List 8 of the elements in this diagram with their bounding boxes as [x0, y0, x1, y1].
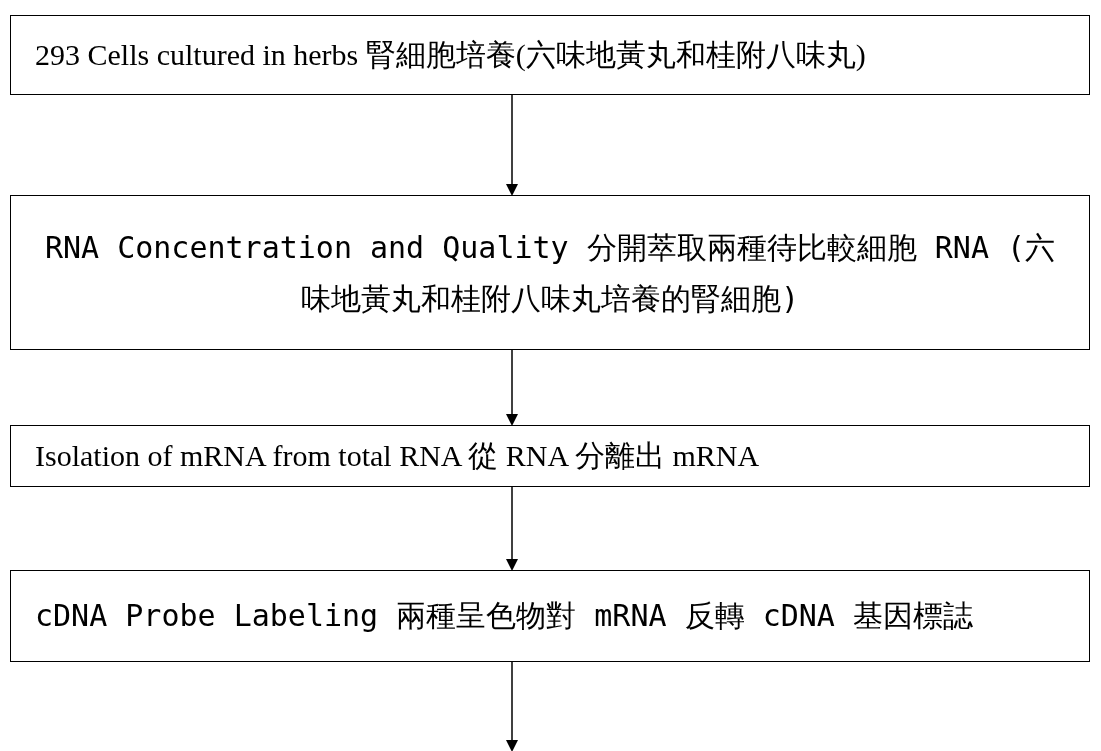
arrow	[506, 349, 518, 426]
process-box: 293 Cells cultured in herbs 腎細胞培養(六味地黃丸和桂附八味丸)	[10, 15, 1090, 95]
process-box: RNA Concentration and Quality 分開萃取兩種待比較細胞 RNA (六味地黃丸和桂附八味丸培養的腎細胞)	[10, 195, 1090, 350]
arrow	[506, 486, 518, 571]
arrow	[506, 661, 518, 751]
process-box: cDNA Probe Labeling 兩種呈色物對 mRNA 反轉 cDNA 基因標誌	[10, 570, 1090, 662]
arrow	[506, 94, 518, 196]
process-box: Isolation of mRNA from total RNA 從 RNA 分離出 mRNA	[10, 425, 1090, 487]
